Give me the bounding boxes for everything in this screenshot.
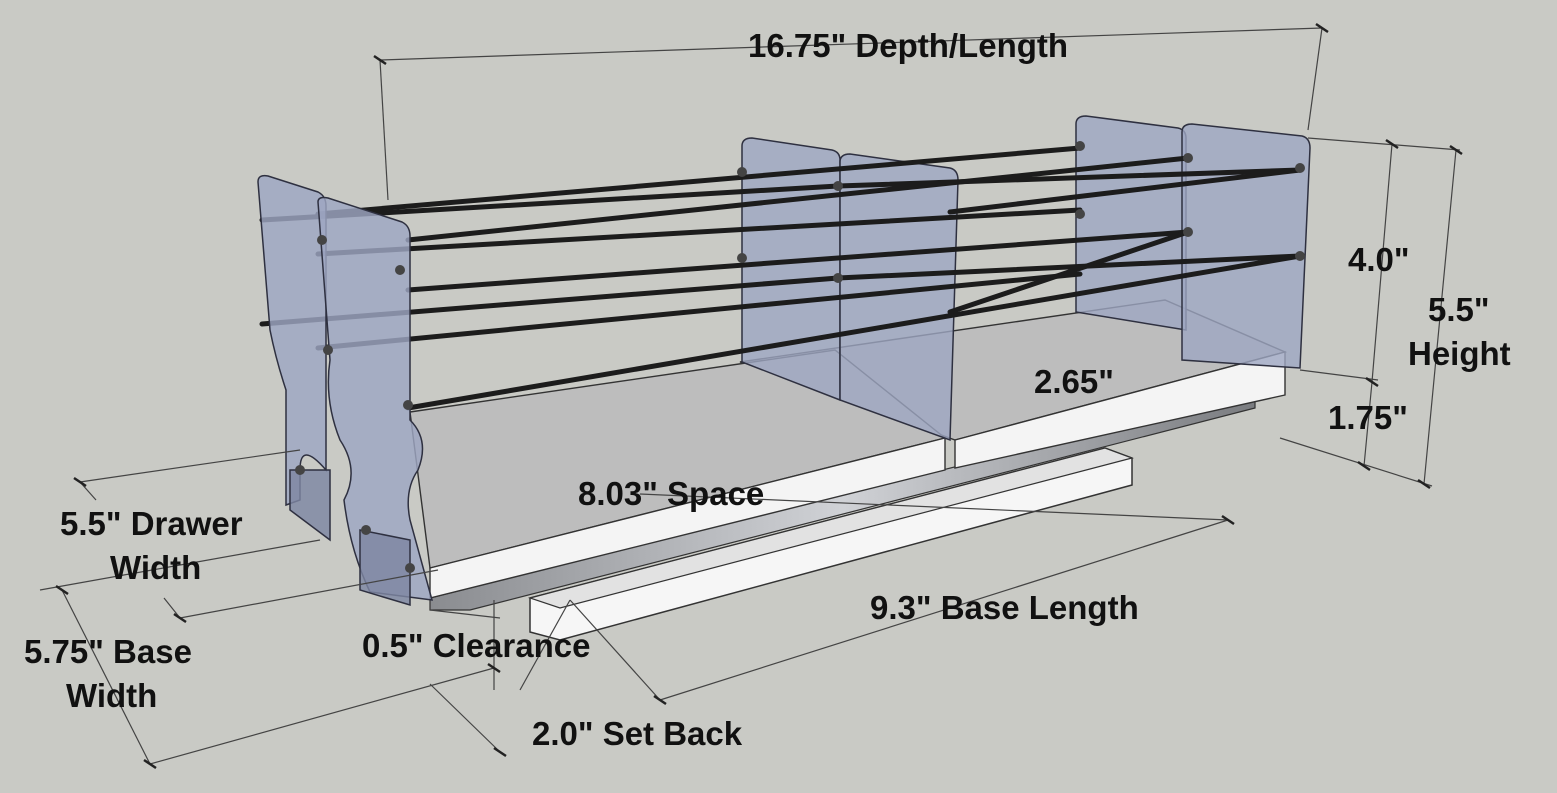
inner-height-label: 4.0" [1348, 241, 1410, 278]
front-panels [257, 174, 434, 607]
dimension-lines [39, 27, 1461, 765]
rear-space-label: 2.65" [1034, 363, 1114, 400]
front-tray [409, 349, 947, 599]
rear-panels [1075, 115, 1311, 369]
base-height-label: 1.75" [1328, 399, 1408, 436]
drawer-width-label-line2: Width [110, 549, 202, 586]
base-length-label: 9.3" Base Length [870, 589, 1139, 626]
drawer-width-label-line1: 5.5" Drawer [60, 505, 243, 542]
dimension-ticks [55, 22, 1463, 770]
base-width-label-line2: Width [66, 677, 158, 714]
base-slide [527, 447, 1134, 641]
front-space-label: 8.03" Space [578, 475, 765, 512]
set-back-label: 2.0" Set Back [532, 715, 743, 752]
total-height-value-label: 5.5" [1428, 291, 1490, 328]
clearance-label: 0.5" Clearance [362, 627, 591, 664]
panel-knobs [295, 141, 1305, 573]
depth-length-label: 16.75" Depth/Length [748, 27, 1069, 64]
base-width-label-line1: 5.75" Base [24, 633, 192, 670]
total-height-word-label: Height [1408, 335, 1511, 372]
